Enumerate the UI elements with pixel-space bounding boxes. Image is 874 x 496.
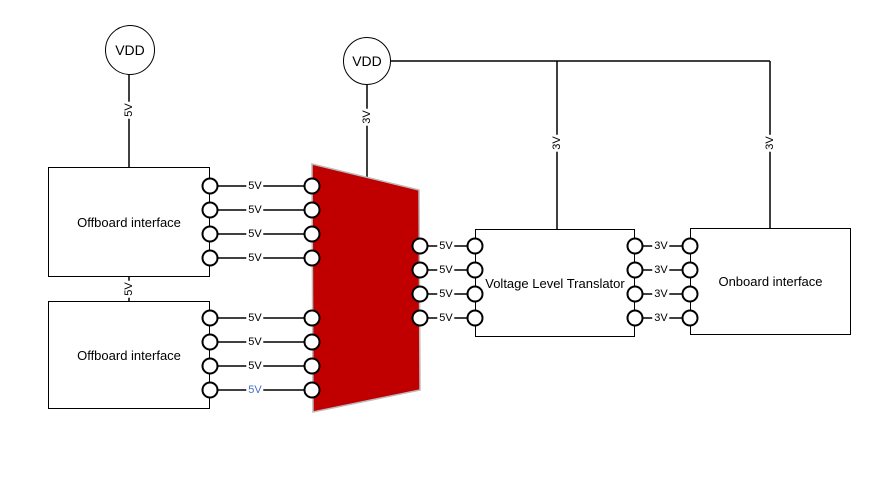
- wire-label-5v-highlighted: 5V: [246, 383, 264, 397]
- wire-label-3v: 3V: [652, 263, 670, 277]
- wire-label-5v: 5V: [246, 251, 264, 265]
- wire-label-5v: 5V: [437, 263, 455, 277]
- wire-label-5v: 5V: [437, 311, 455, 325]
- wire-label-5v: 5V: [437, 239, 455, 253]
- vdd-3v-label: VDD: [352, 53, 382, 69]
- wire-label-3v-onboard-drop: 3V: [763, 134, 777, 152]
- vdd-5v-label: VDD: [115, 42, 145, 58]
- offboard-interface-1-block: Offboard interface: [48, 167, 210, 277]
- wire-label-5v: 5V: [246, 335, 264, 349]
- offboard-interface-2-label: Offboard interface: [77, 347, 181, 363]
- wire-label-5v: 5V: [246, 227, 264, 241]
- wire-label-3v: 3V: [652, 239, 670, 253]
- vdd-3v-source: VDD: [343, 37, 391, 85]
- onboard-interface-label: Onboard interface: [718, 274, 823, 289]
- wire-label-5v-vdd1: 5V: [122, 101, 136, 119]
- wire-label-5v: 5V: [246, 359, 264, 373]
- wire-label-3v-vdd2: 3V: [360, 108, 374, 126]
- red-bus-shape: [312, 164, 420, 412]
- wire-label-3v: 3V: [652, 287, 670, 301]
- red-bus-shape-border: [311, 163, 421, 413]
- offboard-interface-1-label: Offboard interface: [77, 214, 181, 230]
- offboard-interface-2-block: Offboard interface: [48, 301, 210, 409]
- wire-label-3v-translator-drop: 3V: [550, 134, 564, 152]
- wire-label-5v: 5V: [437, 287, 455, 301]
- voltage-level-translator-block: Voltage Level Translator: [475, 229, 635, 337]
- wire-label-5v: 5V: [246, 203, 264, 217]
- wire-label-5v: 5V: [246, 179, 264, 193]
- wire-label-5v-interbox: 5V: [122, 280, 136, 298]
- wire-label-3v: 3V: [652, 311, 670, 325]
- wire-label-5v: 5V: [246, 311, 264, 325]
- onboard-interface-block: Onboard interface: [690, 228, 851, 335]
- voltage-level-translator-label: Voltage Level Translator: [485, 275, 625, 291]
- vdd-5v-source: VDD: [105, 25, 155, 75]
